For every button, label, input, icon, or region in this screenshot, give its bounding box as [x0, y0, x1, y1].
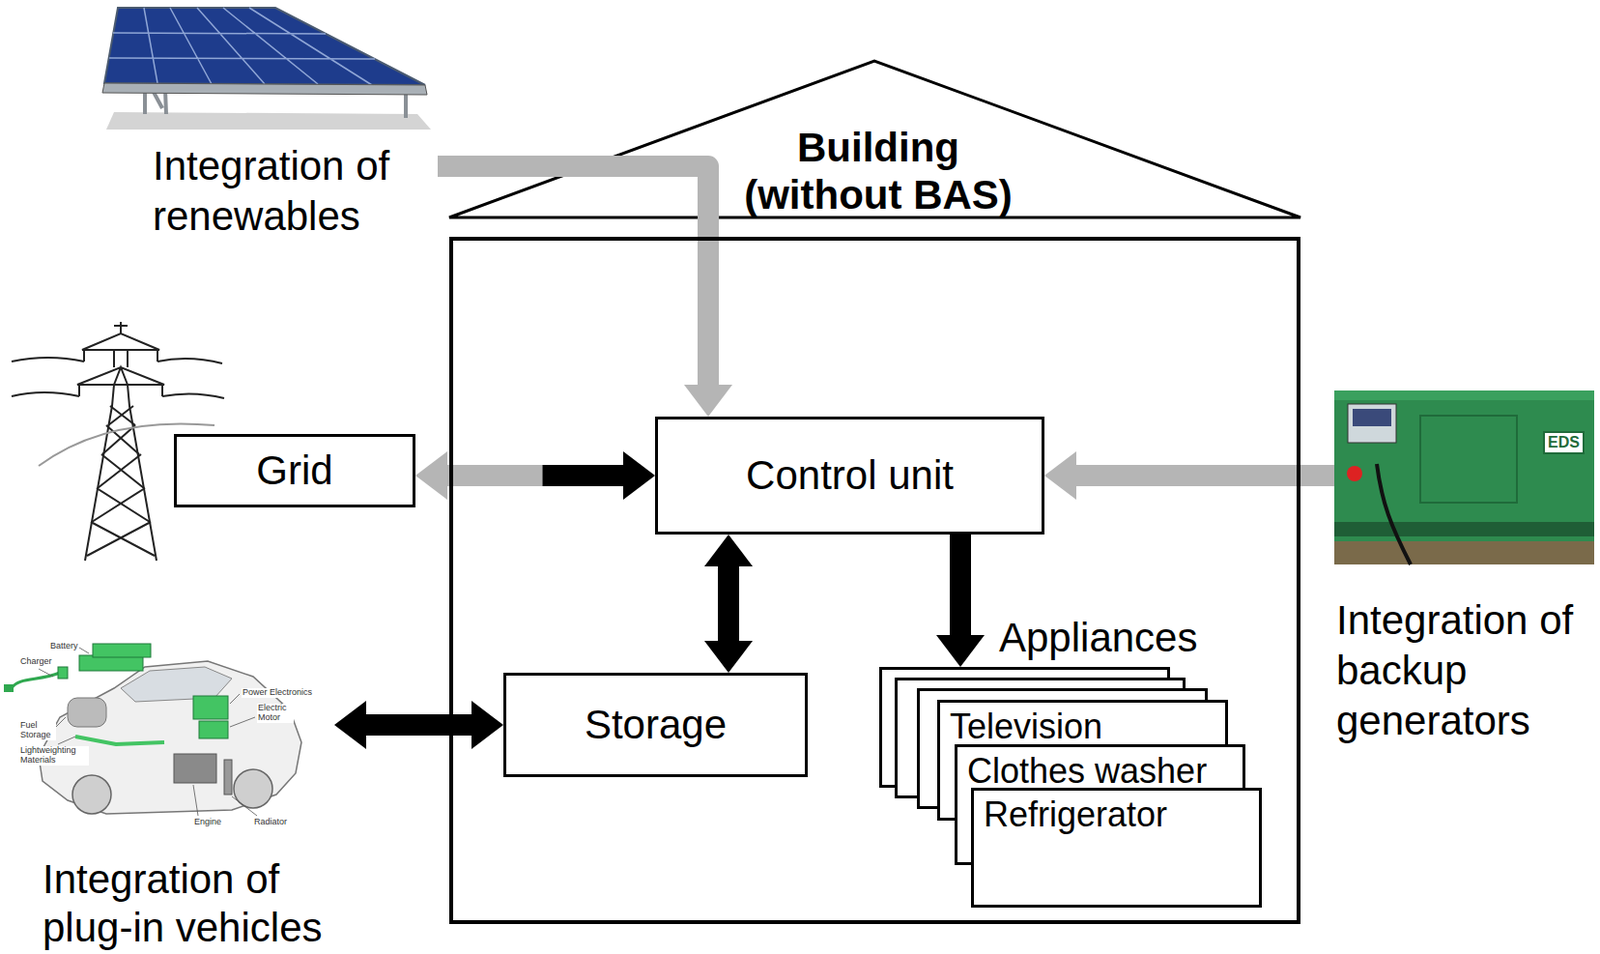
generator-photo: [1334, 390, 1595, 565]
arrow-shaft: [542, 464, 625, 486]
arrow-shaft: [446, 464, 543, 486]
appliance-label: Refrigerator: [983, 795, 1250, 834]
box-label: Control unit: [745, 451, 954, 500]
pylon-icon: [77, 333, 165, 385]
arrow-head: [415, 451, 448, 500]
pylon-icon: [114, 321, 128, 334]
building-title: Building (without BAS): [733, 123, 1024, 219]
part-label: EDS: [1542, 430, 1585, 455]
car-illustration: [224, 759, 232, 795]
part-label: Charger: [19, 657, 54, 667]
car-illustration: [57, 666, 68, 679]
renewables-node: Integration of renewables: [104, 4, 438, 242]
box-label: Grid: [256, 446, 333, 495]
solar-panel-icon: [102, 83, 428, 95]
appliance-box: Refrigerator: [971, 787, 1262, 908]
car-illustration: [3, 643, 302, 816]
arrow-head: [684, 384, 733, 417]
vehicle-node: Integration of plug-in vehicles: [3, 637, 335, 952]
arrow-head: [1044, 451, 1077, 500]
solar-panel-icon: [106, 112, 431, 130]
storage-box: Storage: [503, 672, 808, 777]
car-illustration: [75, 736, 165, 744]
appliance-stack: AppliancesTelevisionClothes washerRefrig…: [879, 666, 1262, 908]
part-label: Lightweighting Materials: [19, 745, 89, 766]
arrow-head: [471, 700, 504, 749]
car-illustration: [67, 697, 107, 727]
arrow-head: [334, 700, 367, 749]
part-label: Engine: [193, 817, 223, 828]
generator-photo: [1420, 415, 1517, 503]
power-arrow: [1044, 451, 1335, 500]
car-illustration: [72, 774, 112, 814]
power-arrow: [936, 534, 985, 667]
solar-panel-icon: [102, 7, 431, 130]
caption-text: Integration of renewables: [152, 141, 404, 242]
generator-node: Integration of backup generators: [1334, 390, 1594, 750]
part-label: Battery: [49, 641, 80, 652]
arrow-shaft: [717, 565, 740, 642]
arrow-shaft: [365, 714, 473, 736]
solar-panel-icon: [109, 7, 375, 86]
car-illustration: [38, 647, 258, 816]
caption-text: Integration of backup generators: [1336, 595, 1592, 746]
grid-box: Grid: [173, 433, 416, 508]
arrow-shaft: [1075, 464, 1335, 486]
power-arrow: [334, 700, 504, 749]
pylon-icon: [11, 357, 225, 399]
power-arrow: [704, 534, 753, 673]
car-illustration: [38, 660, 302, 814]
power-arrow: [437, 166, 733, 417]
box-label: Storage: [584, 700, 727, 749]
arrow-head: [623, 451, 656, 500]
generator-photo: [1347, 403, 1397, 443]
arrow-head: [936, 634, 985, 667]
text-holder: Appliances: [999, 614, 1231, 661]
pylon-icon: [79, 349, 163, 397]
arrow-head: [704, 640, 753, 673]
generator-photo: [1334, 521, 1595, 537]
text-holder: Building (without BAS): [733, 123, 1024, 219]
pylon-icon: [85, 384, 157, 561]
text-holder: Integration of plug-in vehicles: [42, 855, 335, 952]
car-illustration: [199, 720, 229, 739]
part-label: Radiator: [253, 817, 288, 828]
building-outline: Building (without BAS)Control unitApplia…: [449, 236, 1301, 924]
generator-photo: [1376, 463, 1411, 565]
text-holder: Integration of backup generators: [1336, 595, 1592, 746]
appliance-label: Television: [949, 707, 1216, 746]
car-illustration: [11, 672, 60, 688]
roof-outline: [449, 60, 1301, 218]
control-unit-box: Control unit: [655, 416, 1045, 535]
roof-outline: [449, 60, 1301, 218]
generator-photo: [1346, 465, 1363, 482]
generator-photo: [1352, 408, 1392, 427]
generator-photo: [1334, 390, 1595, 542]
car-illustration: [193, 695, 229, 719]
part-label: Electric Motor: [257, 703, 294, 723]
text-holder: Integration of renewables: [152, 141, 404, 242]
stack-heading: Appliances: [999, 614, 1231, 661]
arrow-shaft: [437, 166, 709, 386]
generator-photo: [1334, 390, 1595, 400]
caption-text: Integration of plug-in vehicles: [42, 855, 335, 952]
car-illustration: [173, 753, 217, 783]
part-label: Power Electronics: [241, 687, 314, 698]
car-illustration: [92, 643, 151, 658]
arrow-head: [704, 534, 753, 567]
arrow-shaft: [949, 534, 972, 636]
car-illustration: [3, 684, 14, 692]
part-label: Fuel Storage: [19, 720, 57, 741]
pylon-icon: [86, 405, 155, 556]
solar-panel-icon: [104, 7, 426, 86]
appliance-label: Clothes washer: [967, 751, 1233, 791]
